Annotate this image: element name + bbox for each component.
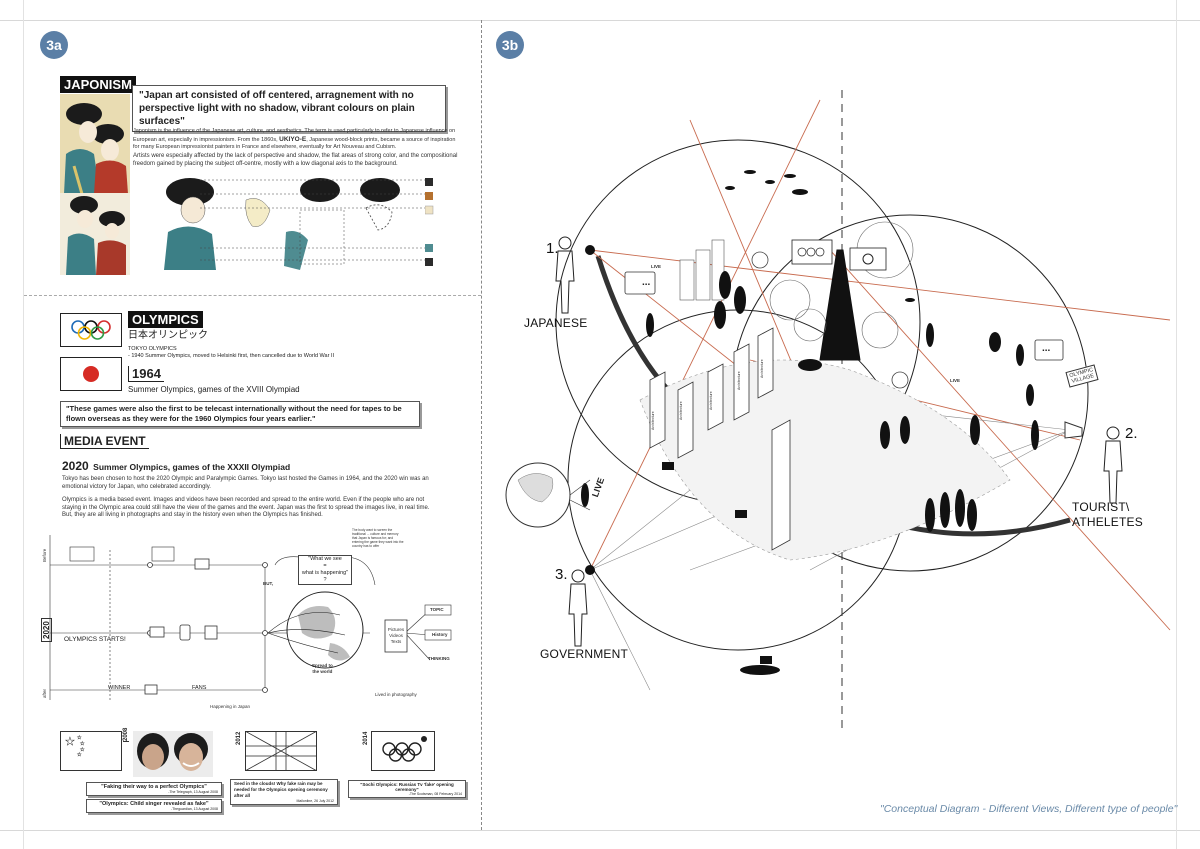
building-label-2: Architecture — [679, 401, 683, 420]
japanese-person-figure — [555, 236, 575, 314]
athlete-silhouettes — [581, 271, 1039, 675]
bottom-border — [0, 830, 1200, 831]
panel-a-badge: 3a — [40, 31, 68, 59]
what-we-see-box: "What we see = what is happening" ? — [298, 555, 352, 585]
year-1964-caption: Summer Olympics, games of the XVIII Olym… — [128, 385, 300, 394]
building-label-4: Architecture — [737, 371, 741, 390]
lived-in-photography-label: Lived in photography — [375, 692, 417, 697]
olympics-starts-label: OLYMPICS STARTS! — [64, 636, 126, 643]
birds — [725, 170, 915, 302]
person-1-number: 1. — [546, 240, 559, 257]
live-tag-1: LIVE — [651, 264, 662, 269]
speech-bubble-text-right: ... — [1042, 343, 1051, 354]
olympic-flag — [60, 313, 122, 347]
camera-icons — [662, 462, 772, 664]
media-timeline-diagram — [49, 535, 452, 700]
china-flag: ★ ★ ★ ★ ★ — [60, 731, 122, 771]
media-event-paragraph-1: Tokyo has been chosen to host the 2020 O… — [62, 476, 429, 490]
media-event-heading: 2020 Summer Olympics, games of the XXXII… — [62, 459, 291, 473]
tourist-person-figure — [1103, 426, 1123, 504]
olympics-tag: OLYMPICS — [128, 311, 203, 328]
floating-flags — [791, 239, 887, 271]
fans-label: FANS — [192, 685, 207, 691]
case-2012-headline: Seed in the clouds! Why fake rain may be… — [230, 779, 338, 805]
timeline-after-label: after — [42, 688, 47, 698]
building-label-5: Architecture — [760, 359, 764, 378]
telecast-quote: "These games were also the first to be t… — [60, 401, 420, 427]
swatch-brown — [425, 192, 433, 200]
building-label-3: Architecture — [709, 391, 713, 410]
year-2020: 2020 — [62, 459, 89, 473]
left-border — [23, 0, 24, 849]
conceptual-diagram — [505, 90, 1171, 730]
ukiyoe-term: UKIYO-E — [279, 135, 307, 143]
but-label: BUT, — [263, 581, 273, 586]
person-1-label: JAPANESE — [524, 316, 588, 330]
svg-text:★: ★ — [65, 736, 75, 748]
live-tag-2: LIVE — [950, 378, 961, 383]
tokyo-olympics-title: TOKYO OLYMPICS — [128, 346, 177, 352]
timeline-before-label: Before — [42, 548, 47, 562]
right-border — [1176, 0, 1177, 849]
uk-flag — [245, 731, 317, 771]
svg-text:★: ★ — [77, 735, 82, 741]
speech-bubble-text-left: ... — [642, 277, 651, 288]
japonism-tag: JAPONISM — [60, 76, 136, 93]
olympics-japanese: 日本オリンピック — [128, 330, 208, 341]
spread-to-world-label: Spread to the world — [312, 663, 333, 674]
case-2012-year: 2012 — [236, 731, 242, 745]
winner-label: WINNER — [108, 685, 131, 691]
timeline-note: The body want to screen the traditional … — [352, 528, 404, 548]
ukiyoe-pair-image — [60, 193, 130, 275]
panel-divider — [481, 20, 482, 830]
government-person-figure — [568, 569, 588, 647]
diagram-caption: "Conceptual Diagram - Different Views, D… — [880, 803, 1178, 815]
panel-b-badge: 3b — [496, 31, 524, 59]
media-types-box: Pictures Videos Texts — [387, 627, 405, 644]
colour-swatches — [425, 178, 434, 266]
person-2-label: TOURIST\ ATHELETES — [1072, 500, 1143, 529]
happening-in-japan-label: Happening in Japan — [210, 704, 251, 709]
swatch-cream — [425, 205, 434, 215]
media-event-tag: MEDIA EVENT — [60, 434, 149, 449]
swatch-dark — [425, 258, 433, 266]
case-2008-headline-1: "Faking their way to a perfect Olympics"… — [86, 782, 222, 796]
japonism-paragraph-2: Artists were especially affected by the … — [133, 153, 458, 167]
case-2008-headline-2: "Olympics: Child singer revealed as fake… — [86, 799, 222, 813]
top-border — [0, 20, 1200, 21]
speech-bubble-right — [1034, 339, 1064, 361]
ukiyoe-print-image — [60, 94, 130, 194]
speech-bubble-left — [624, 271, 656, 295]
person-3-label: GOVERNMENT — [540, 647, 629, 661]
thinking-label: THINKING — [428, 656, 450, 661]
media-event-paragraph-2: Olympics is a media based event. Images … — [62, 497, 430, 518]
city-towers — [679, 239, 725, 301]
case-2014-headline: "Sochi Olympics: Russias Tv 'fake' openi… — [348, 780, 466, 798]
swatch-black — [425, 178, 433, 186]
year-1964: 1964 — [128, 366, 164, 382]
case-2014-year: 2014 — [363, 731, 369, 745]
japonism-quote: "Japan art consisted of off centered, ar… — [132, 85, 446, 132]
japan-flag — [60, 357, 122, 391]
person-3-number: 3. — [555, 566, 568, 583]
timeline-year-2020: 2020 — [41, 618, 52, 642]
swatch-teal — [425, 244, 433, 252]
case-2008-year: 2008 — [123, 727, 129, 742]
svg-text:★: ★ — [80, 747, 85, 753]
svg-text:★: ★ — [77, 752, 82, 758]
topic-label: TOPIC — [430, 607, 444, 612]
ukiyoe-deconstruction-diagram — [164, 178, 426, 270]
svg-text:★: ★ — [80, 741, 85, 747]
history-label: History — [432, 632, 448, 637]
building-label-1: Architecture — [651, 411, 655, 430]
section-divider — [24, 295, 481, 296]
architecture-blocks — [649, 327, 791, 551]
tokyo-olympics-note: - 1940 Summer Olympics, moved to Helsink… — [128, 353, 335, 359]
person-2-number: 2. — [1125, 425, 1138, 442]
japonism-paragraph-1: Japonism is the influence of the Japanes… — [133, 128, 456, 150]
child-singers-photo — [133, 731, 213, 777]
world-globe — [505, 462, 591, 528]
sochi-olympic-flag — [371, 731, 435, 771]
